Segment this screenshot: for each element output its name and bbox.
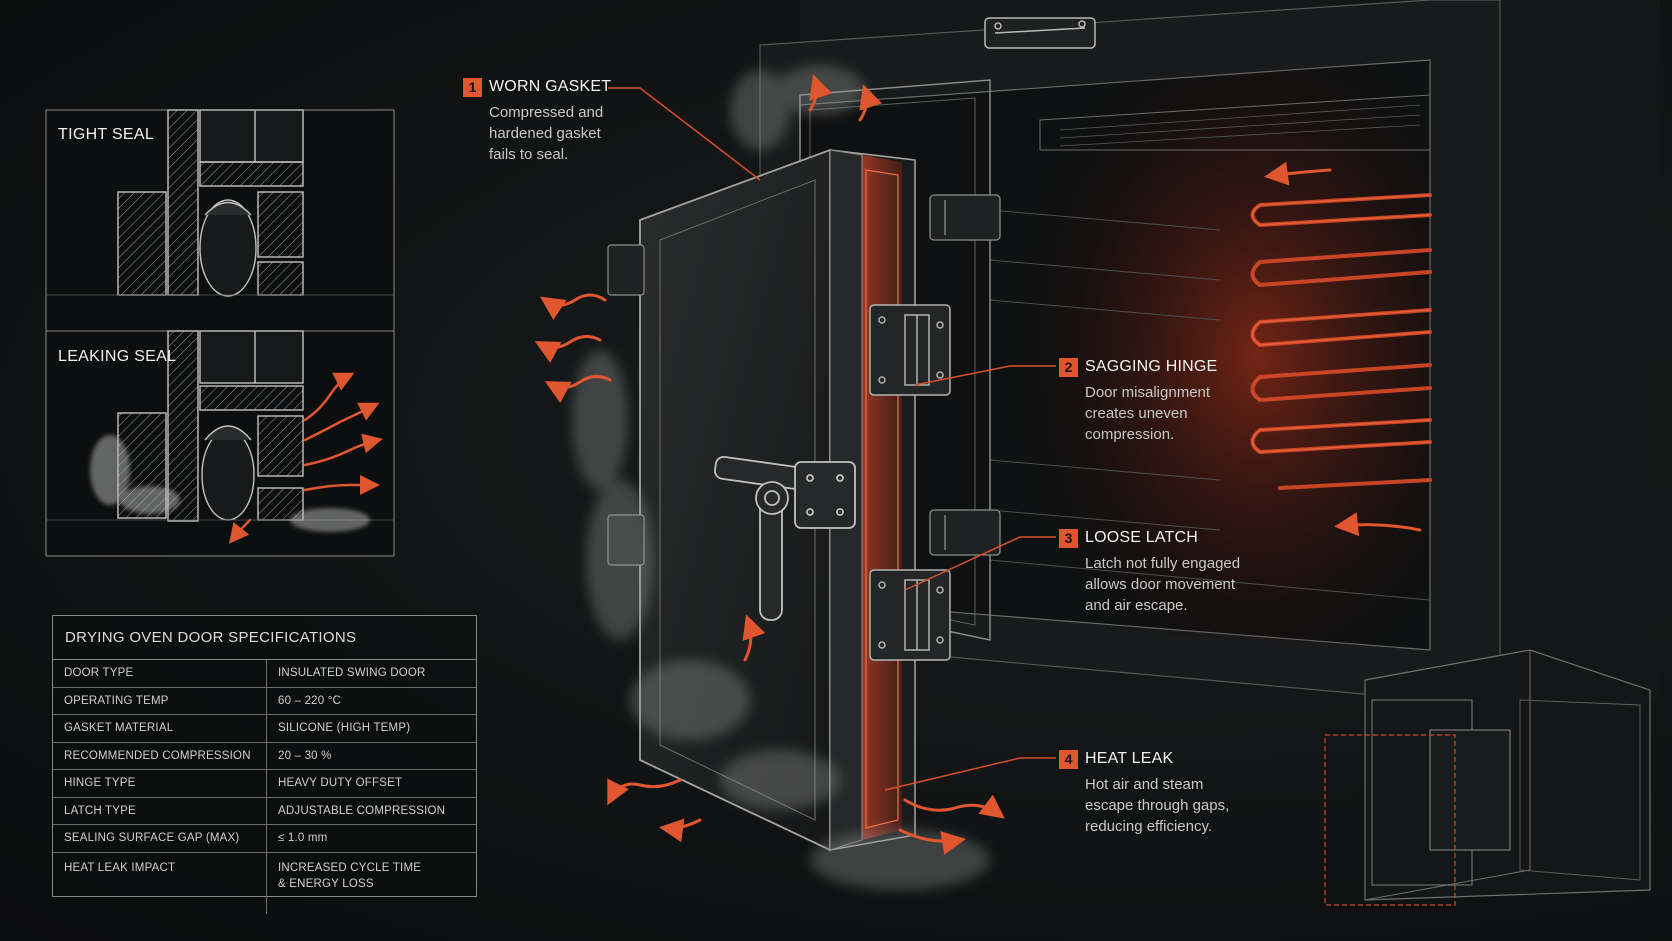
- leaking-seal-diagram: [46, 330, 394, 522]
- seal-comparison-inset: [45, 109, 395, 557]
- hinge-upper: [869, 304, 951, 396]
- spec-value: ADJUSTABLE COMPRESSION: [266, 797, 476, 825]
- spec-key: LATCH TYPE: [53, 797, 267, 825]
- callout-description: Compressed and hardened gasket fails to …: [489, 104, 604, 163]
- heat-leak-arrows: [534, 74, 1422, 855]
- specifications-title: DRYING OVEN DOOR SPECIFICATIONS: [53, 616, 476, 660]
- table-row: RECOMMENDED COMPRESSION 20 – 30 %: [53, 742, 476, 770]
- callout-loose-latch: 3 LOOSE LATCH Latch not fully engaged al…: [1059, 527, 1299, 616]
- spec-value: 60 – 220 °C: [266, 687, 476, 715]
- spec-value: 20 – 30 %: [266, 742, 476, 770]
- callout-leaders: [608, 87, 1056, 791]
- callout-title: WORN GASKET: [489, 78, 612, 95]
- leaking-seal-steam: [90, 435, 370, 532]
- spec-key: RECOMMENDED COMPRESSION: [53, 742, 267, 770]
- spec-value: ≤ 1.0 mm: [266, 824, 476, 853]
- table-row: LATCH TYPE ADJUSTABLE COMPRESSION: [53, 797, 476, 825]
- callout-worn-gasket: 1 WORN GASKET Compressed and hardened ga…: [463, 76, 703, 165]
- thumbnail-highlight-box: [1324, 734, 1456, 906]
- callout-title: SAGGING HINGE: [1085, 358, 1218, 375]
- callout-number-badge: 4: [1059, 749, 1078, 769]
- callout-number-badge: 2: [1059, 357, 1078, 377]
- leaking-seal-label: LEAKING SEAL: [58, 348, 177, 365]
- spec-key: DOOR TYPE: [53, 660, 267, 688]
- callout-title: LOOSE LATCH: [1085, 529, 1199, 546]
- callout-sagging-hinge: 2 SAGGING HINGE Door misalignment create…: [1059, 356, 1299, 445]
- table-row: GASKET MATERIAL SILICONE (HIGH TEMP): [53, 714, 476, 743]
- spec-key: HINGE TYPE: [53, 769, 267, 798]
- spec-value: INCREASED CYCLE TIME & ENERGY LOSS: [278, 861, 422, 890]
- callout-description: Hot air and steam escape through gaps, r…: [1085, 776, 1230, 835]
- table-row: HEAT LEAK IMPACT INCREASED CYCLE TIME & …: [53, 852, 476, 914]
- callout-number-badge: 1: [463, 77, 482, 97]
- spec-value: INSULATED SWING DOOR: [266, 660, 476, 688]
- spec-key: SEALING SURFACE GAP (MAX): [53, 824, 267, 853]
- specifications-table: DRYING OVEN DOOR SPECIFICATIONS DOOR TYP…: [52, 615, 477, 914]
- door-handle: [714, 455, 856, 621]
- spec-value: HEAVY DUTY OFFSET: [266, 769, 476, 798]
- top-latch-hardware: [984, 17, 1096, 49]
- table-row: HINGE TYPE HEAVY DUTY OFFSET: [53, 769, 476, 798]
- gasket-strip: [862, 155, 902, 840]
- hinge-lower: [869, 569, 951, 661]
- table-row: OPERATING TEMP 60 – 220 °C: [53, 687, 476, 715]
- tight-seal-diagram: [46, 109, 394, 297]
- callout-title: HEAT LEAK: [1085, 750, 1174, 767]
- spec-key: GASKET MATERIAL: [53, 714, 267, 743]
- table-row: DOOR TYPE INSULATED SWING DOOR: [53, 660, 476, 688]
- spec-value: SILICONE (HIGH TEMP): [266, 714, 476, 743]
- spec-key: HEAT LEAK IMPACT: [53, 852, 267, 914]
- callout-heat-leak: 4 HEAT LEAK Hot air and steam escape thr…: [1059, 748, 1299, 837]
- specifications-grid: DOOR TYPE INSULATED SWING DOOR OPERATING…: [53, 660, 476, 914]
- table-row: SEALING SURFACE GAP (MAX) ≤ 1.0 mm: [53, 824, 476, 853]
- oven-thumbnail: [1324, 649, 1651, 906]
- tight-seal-label: TIGHT SEAL: [58, 126, 155, 143]
- callout-description: Latch not fully engaged allows door move…: [1085, 555, 1241, 614]
- leaking-seal-heat-arrows: [228, 372, 383, 544]
- callout-number-badge: 3: [1059, 528, 1078, 548]
- spec-key: OPERATING TEMP: [53, 687, 267, 715]
- steam-plumes: [572, 65, 990, 890]
- callout-description: Door misalignment creates uneven compres…: [1085, 384, 1211, 443]
